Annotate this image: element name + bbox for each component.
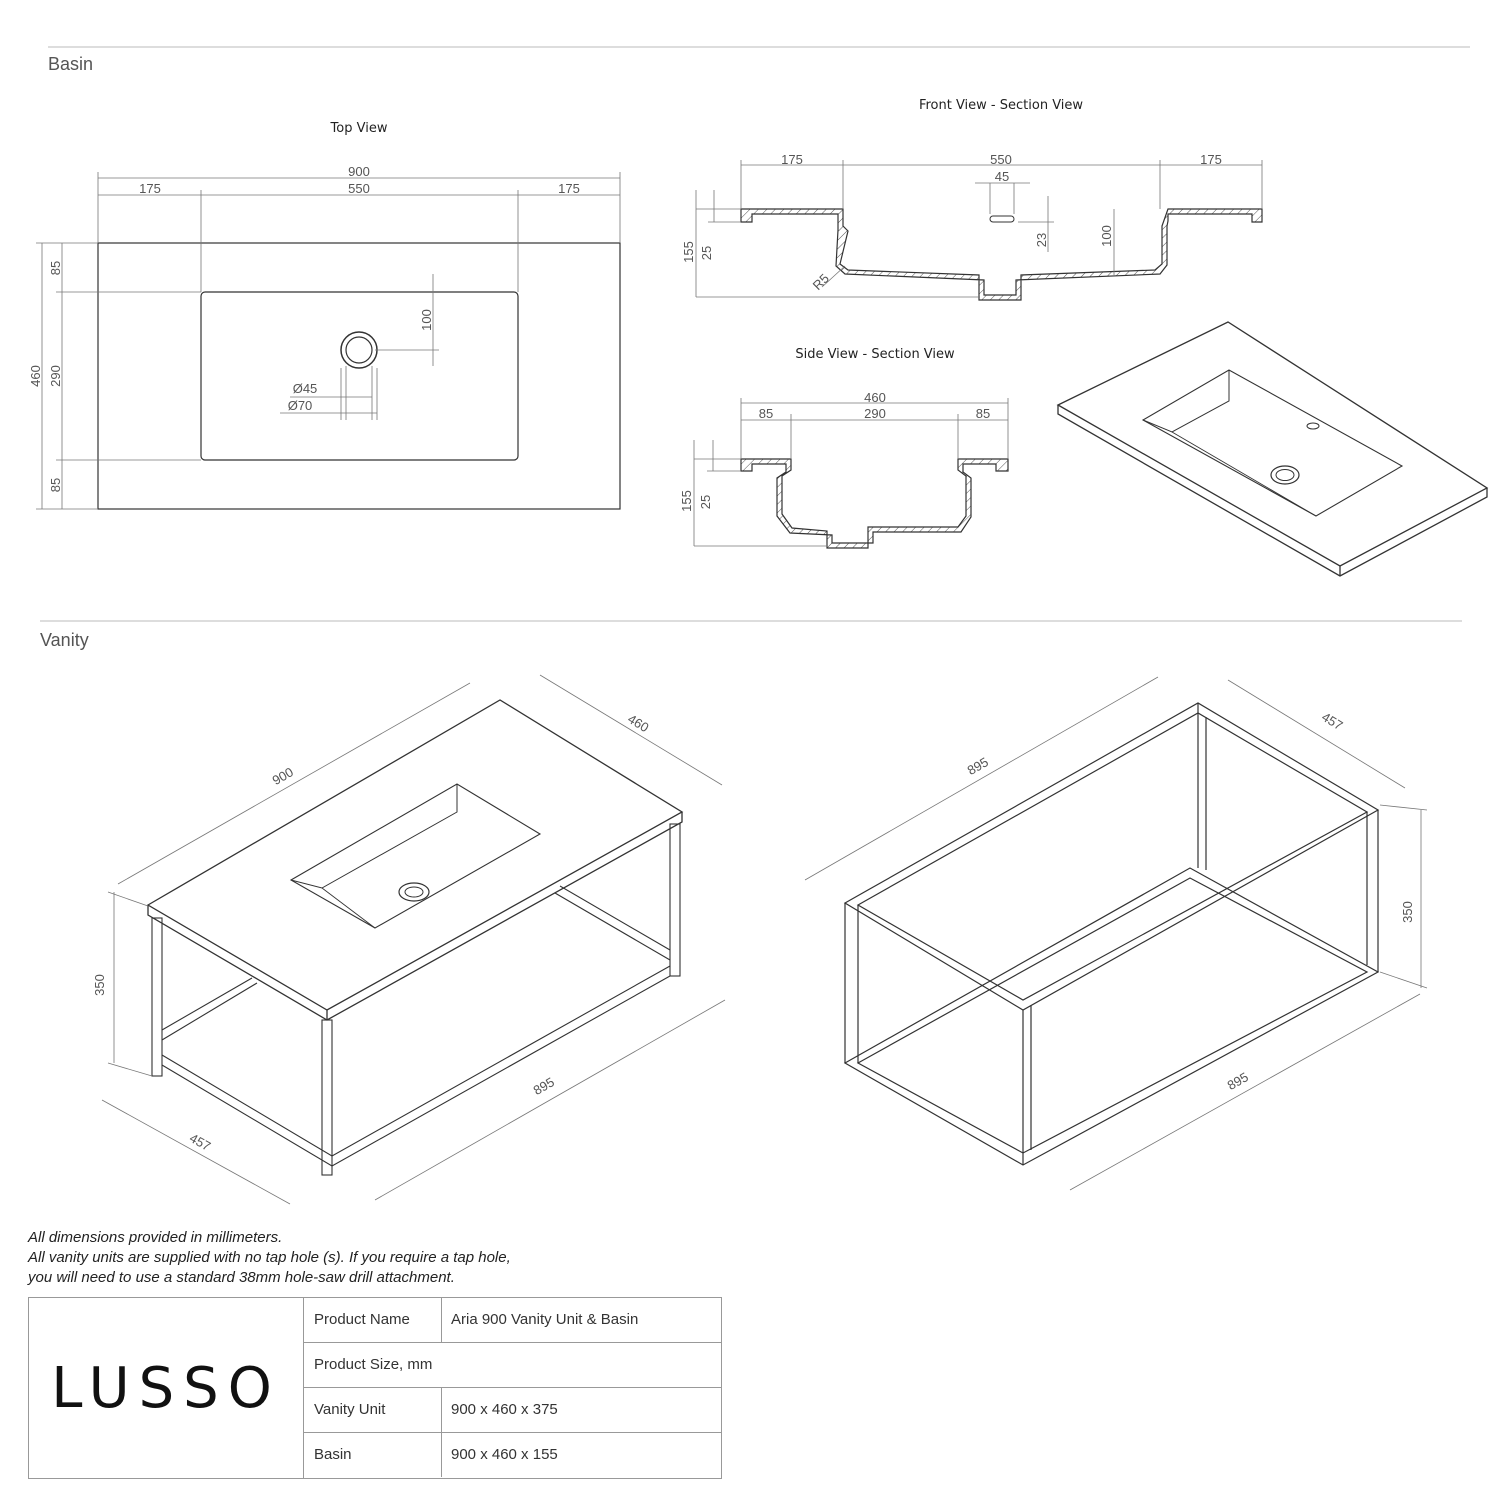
front-dim-45: 45 xyxy=(995,169,1009,184)
top-dim-175-right: 175 xyxy=(558,181,580,196)
table-row: Product Size, mm xyxy=(303,1343,721,1388)
top-view: Top View xyxy=(28,121,621,510)
front-view-title: Front View - Section View xyxy=(919,98,1083,113)
vanity-section-title: Vanity xyxy=(40,630,89,650)
row-key: Product Name xyxy=(314,1311,410,1328)
top-dim-dia70: Ø70 xyxy=(288,398,313,413)
vanity-right-dim-350: 350 xyxy=(1400,901,1415,923)
vanity-right-dim-895-top: 895 xyxy=(965,754,991,778)
vanity-right-dim-457: 457 xyxy=(1319,709,1345,733)
row-value: Aria 900 Vanity Unit & Basin xyxy=(451,1311,639,1328)
brand-logo: LUSSO xyxy=(51,1355,281,1421)
row-value: 900 x 460 x 155 xyxy=(451,1446,558,1463)
front-section-view: Front View - Section View 175 550 175 xyxy=(681,98,1263,301)
top-dim-290: 290 xyxy=(48,365,63,387)
front-dim-550: 550 xyxy=(990,152,1012,167)
vanity-left-dim-350: 350 xyxy=(92,974,107,996)
note-line: All dimensions provided in millimeters. xyxy=(28,1229,283,1246)
front-dim-23: 23 xyxy=(1034,233,1049,247)
front-dim-100: 100 xyxy=(1099,225,1114,247)
row-key: Vanity Unit xyxy=(314,1401,386,1418)
product-info-table: LUSSO Product Name Aria 900 Vanity Unit … xyxy=(28,1297,722,1479)
row-key: Product Size, mm xyxy=(314,1356,433,1373)
logo-cell: LUSSO xyxy=(29,1298,304,1478)
top-view-title: Top View xyxy=(330,121,388,136)
table-row: Product Name Aria 900 Vanity Unit & Basi… xyxy=(303,1298,721,1343)
side-dim-85-left: 85 xyxy=(759,406,773,421)
front-dim-25: 25 xyxy=(699,246,714,260)
dimension-notes: All dimensions provided in millimeters. … xyxy=(28,1228,511,1288)
vanity-left-dim-460: 460 xyxy=(625,711,651,735)
side-dim-155: 155 xyxy=(679,490,694,512)
side-section-view: Side View - Section View 460 85 290 85 1… xyxy=(679,347,1009,549)
top-dim-85-bottom: 85 xyxy=(48,478,63,492)
table-row: Vanity Unit 900 x 460 x 375 xyxy=(303,1388,721,1433)
overflow-slot xyxy=(989,215,1015,223)
side-section-shell xyxy=(740,458,1009,549)
top-dim-100: 100 xyxy=(419,309,434,331)
table-row: Basin 900 x 460 x 155 xyxy=(303,1433,721,1478)
top-dim-dia45: Ø45 xyxy=(293,381,318,396)
basin-outline xyxy=(97,242,621,510)
vanity-with-basin-isometric: 900 460 350 895 457 xyxy=(92,674,726,1205)
top-dim-175-left: 175 xyxy=(139,181,161,196)
vanity-left-dim-895: 895 xyxy=(531,1074,557,1098)
top-dim-550: 550 xyxy=(348,181,370,196)
side-dim-290: 290 xyxy=(864,406,886,421)
basin-isometric xyxy=(1056,321,1489,577)
basin-section-title: Basin xyxy=(48,54,93,74)
front-dim-r5: R5 xyxy=(810,271,832,293)
front-dim-175-right: 175 xyxy=(1200,152,1222,167)
top-dim-85-top: 85 xyxy=(48,261,63,275)
vanity-left-dim-457: 457 xyxy=(187,1130,213,1154)
side-dim-460: 460 xyxy=(864,390,886,405)
front-dim-175-left: 175 xyxy=(781,152,803,167)
top-dim-460: 460 xyxy=(28,365,43,387)
note-line: you will need to use a standard 38mm hol… xyxy=(28,1269,455,1286)
drain-inner xyxy=(345,336,373,364)
side-view-title: Side View - Section View xyxy=(795,347,955,362)
bowl-outline xyxy=(200,291,519,461)
vanity-right-dim-895-bottom: 895 xyxy=(1225,1069,1251,1093)
top-dim-900: 900 xyxy=(348,164,370,179)
side-dim-25: 25 xyxy=(698,495,713,509)
note-line: All vanity units are supplied with no ta… xyxy=(28,1249,511,1266)
front-section-shell xyxy=(740,208,1263,301)
front-dim-155: 155 xyxy=(681,241,696,263)
row-key: Basin xyxy=(314,1446,352,1463)
vanity-frame-isometric: 895 457 350 895 xyxy=(804,676,1428,1191)
row-value: 900 x 460 x 375 xyxy=(451,1401,558,1418)
side-dim-85-right: 85 xyxy=(976,406,990,421)
